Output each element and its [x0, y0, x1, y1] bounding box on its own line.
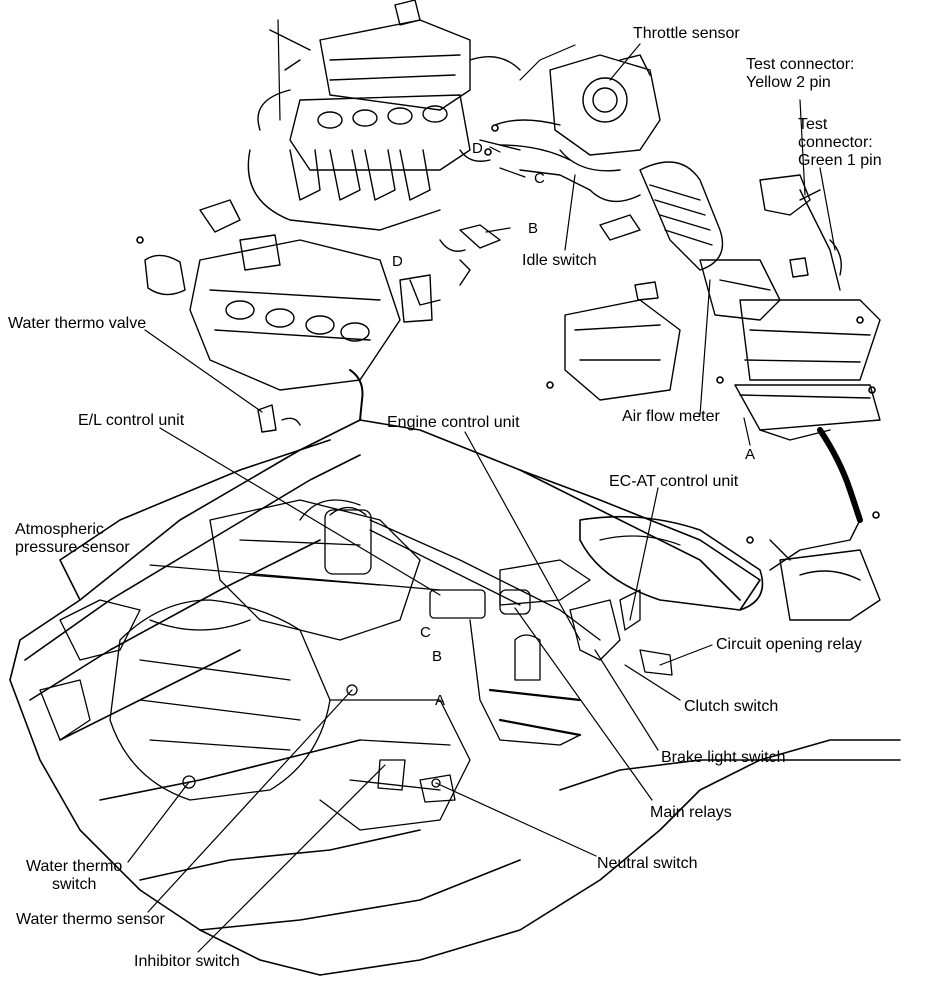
letter-c-engine: C: [420, 624, 431, 641]
letter-a-engine: A: [435, 692, 446, 709]
label-test-connector-yellow: Test connector: Yellow 2 pin: [746, 56, 855, 91]
letter-c-top: C: [534, 170, 545, 187]
label-air-flow-meter: Air flow meter: [622, 408, 720, 425]
intake-manifold-sketch: [144, 0, 576, 433]
label-atmospheric-pressure-sensor: Atmospheric pressure sensor: [15, 521, 130, 556]
label-water-thermo-valve: Water thermo valve: [8, 315, 147, 332]
label-main-relays: Main relays: [650, 804, 732, 821]
label-clutch-switch: Clutch switch: [684, 698, 779, 715]
letter-b-engine: B: [432, 648, 443, 665]
label-engine-control-unit: Engine control unit: [387, 414, 520, 431]
label-inhibitor-switch: Inhibitor switch: [134, 953, 240, 970]
throttle-body-sketch: [494, 54, 881, 621]
label-ec-at-control-unit: EC-AT control unit: [609, 473, 739, 490]
fasteners: [136, 124, 880, 544]
letter-b-top: B: [528, 220, 539, 237]
label-idle-switch: Idle switch: [522, 252, 597, 269]
label-throttle-sensor: Throttle sensor: [633, 25, 740, 42]
letter-d-top: D: [472, 140, 483, 157]
label-neutral-switch: Neutral switch: [597, 855, 698, 872]
label-water-thermo-switch: Water thermo switch: [26, 858, 123, 893]
letter-a-top: A: [745, 446, 756, 463]
engine-bay-sketch: [39, 499, 673, 831]
label-brake-light-switch: Brake light switch: [661, 749, 786, 766]
letter-d-manifold: D: [392, 253, 403, 270]
label-el-control-unit: E/L control unit: [78, 412, 185, 429]
label-water-thermo-sensor: Water thermo sensor: [16, 911, 165, 928]
label-circuit-opening-relay: Circuit opening relay: [716, 636, 862, 653]
leader-lines: [127, 43, 836, 953]
label-test-connector-green: Test connector: Green 1 pin: [798, 116, 882, 169]
